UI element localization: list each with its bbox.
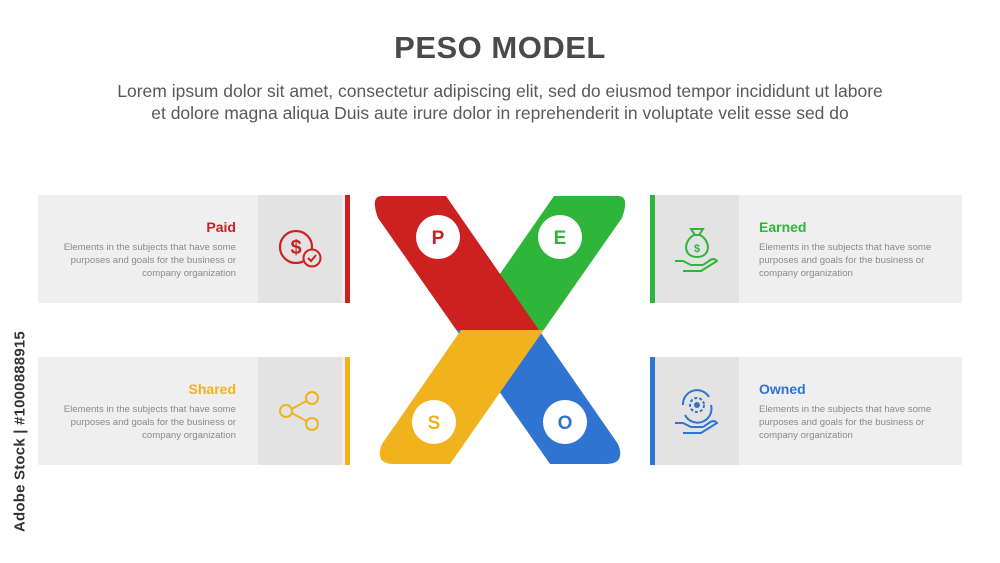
earned-band bbox=[379, 196, 626, 330]
shared-circle bbox=[412, 400, 456, 444]
paid-circle bbox=[416, 215, 460, 259]
paid-letter: P bbox=[432, 228, 445, 249]
earned-icon-box: $ bbox=[655, 195, 739, 303]
owned-heading: Owned bbox=[759, 381, 806, 397]
paid-description: Elements in the subjects that have some … bbox=[63, 242, 236, 279]
owned-accent-bar bbox=[650, 357, 655, 465]
paid-card: Paid Elements in the subjects that have … bbox=[38, 195, 350, 303]
earned-description: Elements in the subjects that have some … bbox=[759, 242, 932, 279]
subtitle-line-1: Lorem ipsum dolor sit amet, consectetur … bbox=[117, 81, 883, 101]
shared-band bbox=[379, 330, 626, 464]
page-subtitle: Lorem ipsum dolor sit amet, consectetur … bbox=[40, 80, 960, 124]
paid-heading: Paid bbox=[206, 219, 236, 235]
gear-hand-icon bbox=[675, 389, 719, 434]
svg-text:$: $ bbox=[290, 237, 301, 259]
owned-description: Elements in the subjects that have some … bbox=[759, 404, 932, 441]
shared-letter: S bbox=[428, 413, 441, 434]
earned-heading: Earned bbox=[759, 219, 807, 235]
paid-accent-bar bbox=[345, 195, 350, 303]
earned-card: $ Earned Elements in the subjects that h… bbox=[650, 195, 962, 303]
paid-band bbox=[374, 196, 621, 330]
shared-card: Shared Elements in the subjects that hav… bbox=[38, 357, 350, 465]
svg-text:$: $ bbox=[694, 243, 700, 255]
peso-x-diagram: P E S O bbox=[374, 196, 626, 464]
owned-icon-box bbox=[655, 357, 739, 465]
earned-accent-bar bbox=[650, 195, 655, 303]
watermark-text: Adobe Stock | #1000888915 bbox=[11, 331, 29, 532]
earned-letter: E bbox=[554, 228, 567, 249]
dollar-check-icon: $ bbox=[278, 229, 322, 268]
owned-band bbox=[374, 330, 621, 464]
subtitle-line-2: et dolore magna aliqua Duis aute irure d… bbox=[151, 103, 849, 123]
owned-card: Owned Elements in the subjects that have… bbox=[650, 357, 962, 465]
shared-icon-box bbox=[258, 357, 342, 465]
owned-circle bbox=[543, 400, 587, 444]
shared-description: Elements in the subjects that have some … bbox=[63, 404, 236, 441]
shared-accent-bar bbox=[345, 357, 350, 465]
earned-circle bbox=[538, 215, 582, 259]
owned-letter: O bbox=[558, 413, 573, 434]
share-icon bbox=[279, 391, 319, 431]
paid-icon-box: $ bbox=[258, 195, 342, 303]
page-title: PESO MODEL bbox=[394, 30, 606, 65]
money-bag-hand-icon: $ bbox=[675, 228, 719, 272]
shared-heading: Shared bbox=[188, 381, 236, 397]
adobe-stock-watermark: Adobe Stock | #1000888915 bbox=[10, 315, 30, 551]
